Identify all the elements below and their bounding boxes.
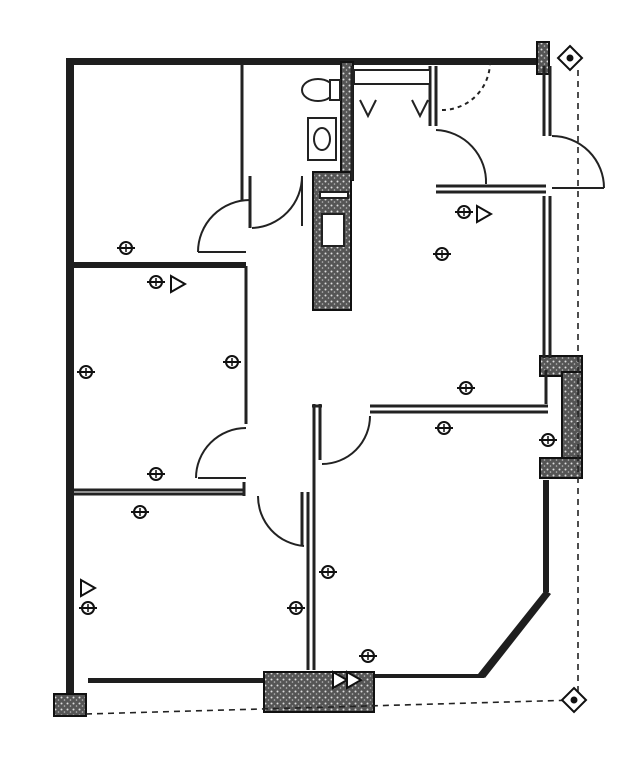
- duplex-outlet-icon: [457, 381, 475, 395]
- duplex-outlet-icon: [287, 601, 305, 615]
- data-jack-triangle-icon: [332, 670, 350, 690]
- kitchen-sink-icon: [321, 213, 345, 247]
- data-jacks: [80, 204, 494, 690]
- interior-walls: [74, 64, 552, 670]
- duplex-outlet-icon: [455, 205, 473, 219]
- duplex-outlet-icon: [77, 365, 95, 379]
- duplex-outlet-icon: [359, 649, 377, 663]
- data-jack-triangle-icon: [170, 274, 188, 294]
- duplex-outlet-icon: [131, 505, 149, 519]
- door-swings: [195, 61, 605, 547]
- duplex-outlet-icon: [539, 433, 557, 447]
- outlets: [77, 205, 557, 663]
- diamond-marker-icon: [560, 686, 588, 714]
- data-jack-triangle-icon: [80, 578, 98, 598]
- property-line: [85, 70, 579, 715]
- duplex-outlet-icon: [223, 355, 241, 369]
- tub-outline: [353, 69, 431, 85]
- duplex-outlet-icon: [435, 421, 453, 435]
- diamond-marker-icon: [556, 44, 584, 72]
- duplex-outlet-icon: [433, 247, 451, 261]
- data-jack-triangle-icon: [346, 670, 364, 690]
- diamond-markers: [556, 44, 588, 714]
- duplex-outlet-icon: [147, 467, 165, 481]
- duplex-outlet-icon: [117, 241, 135, 255]
- duplex-outlet-icon: [79, 601, 97, 615]
- plumbing-fixtures: [301, 69, 431, 247]
- data-jack-triangle-icon: [476, 204, 494, 224]
- exterior-walls: [66, 58, 551, 698]
- duplex-outlet-icon: [319, 565, 337, 579]
- duplex-outlet-icon: [147, 275, 165, 289]
